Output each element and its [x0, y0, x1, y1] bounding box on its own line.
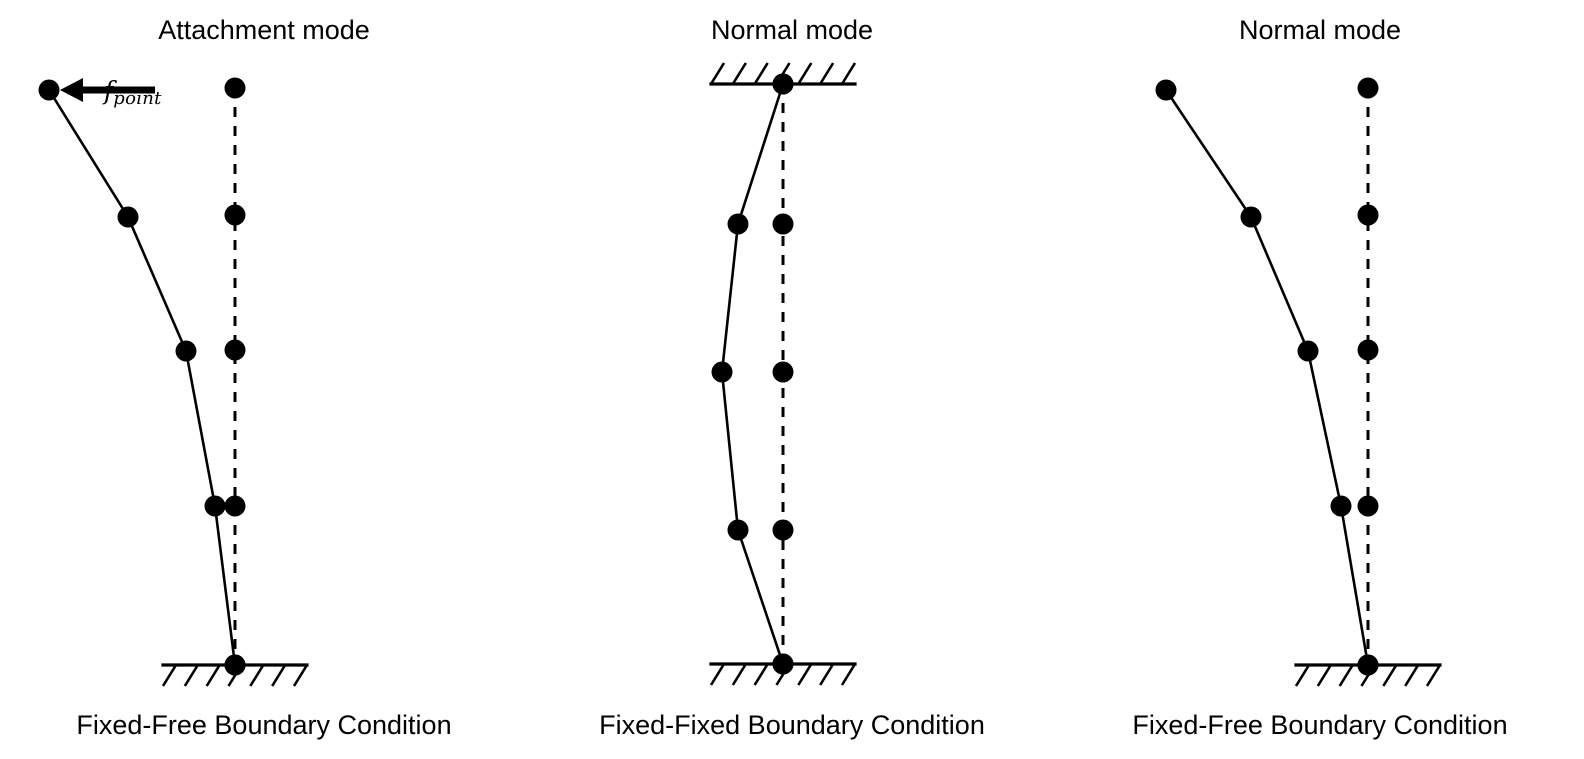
support-hatch-tick — [292, 664, 309, 687]
deformed-node-marker — [204, 495, 226, 517]
deformed-node-marker — [224, 654, 246, 676]
support-hatch-tick — [249, 664, 265, 687]
panel-title: Normal mode — [710, 15, 874, 45]
support-hatch-tick — [797, 663, 813, 686]
support-hatch-tick — [271, 664, 287, 687]
reference-node-marker — [224, 339, 246, 361]
deformed-node-marker — [1357, 654, 1379, 676]
support-hatch-tick — [753, 62, 769, 85]
panel-caption: Fixed-Free Boundary Condition — [76, 710, 452, 740]
support-hatch-tick — [1338, 664, 1354, 687]
support-hatch-tick — [840, 62, 857, 85]
deformed-node-marker — [727, 213, 749, 235]
support-hatch-tick — [1425, 664, 1442, 687]
panel-title: Normal mode — [1238, 15, 1402, 45]
deformed-node-marker — [175, 340, 197, 362]
deformed-node-marker — [117, 206, 139, 228]
deformed-node-marker — [727, 519, 749, 541]
reference-node-marker — [224, 495, 246, 517]
support-hatch-tick — [1294, 664, 1311, 687]
deformed-node-marker — [711, 361, 733, 383]
reference-node-marker — [224, 204, 246, 226]
support-hatch-tick — [731, 62, 747, 85]
deformed-node-marker — [1297, 340, 1319, 362]
support-hatch-tick — [1382, 664, 1398, 687]
support-hatch-tick — [183, 664, 199, 687]
panel-caption: Fixed-Free Boundary Condition — [1132, 710, 1508, 740]
support-hatch-tick — [1316, 664, 1332, 687]
support-hatch-tick — [731, 663, 747, 686]
force-label: fpoint — [104, 78, 162, 111]
force-subscript: point — [113, 88, 162, 110]
reference-node-marker — [1357, 77, 1379, 99]
reference-node-marker — [224, 77, 246, 99]
support-hatch-tick — [753, 663, 769, 686]
support-hatch-tick — [1404, 664, 1420, 687]
support-hatch-tick — [709, 663, 726, 686]
force-arrow-head — [60, 78, 83, 102]
reference-node-marker — [1357, 339, 1379, 361]
force-symbol: f — [104, 76, 114, 105]
deformed-node-marker — [38, 79, 60, 101]
panel-caption: Fixed-Fixed Boundary Condition — [599, 710, 985, 740]
deformed-node-marker — [1240, 206, 1262, 228]
deformed-node-marker — [772, 653, 794, 675]
deformed-node-marker — [1155, 79, 1177, 101]
reference-node-marker — [772, 361, 794, 383]
deformed-node-marker — [1330, 495, 1352, 517]
deformed-node-marker — [772, 73, 794, 95]
support-hatch-tick — [797, 62, 813, 85]
support-hatch-tick — [819, 62, 835, 85]
support-hatch-tick — [205, 664, 221, 687]
deformed-shape-line — [1164, 88, 1370, 667]
support-hatch-tick — [840, 663, 857, 686]
support-hatch-tick — [161, 664, 178, 687]
reference-node-marker — [772, 213, 794, 235]
reference-node-marker — [1357, 495, 1379, 517]
reference-node-marker — [1357, 204, 1379, 226]
support-hatch-tick — [819, 663, 835, 686]
reference-node-marker — [772, 519, 794, 541]
support-hatch-tick — [709, 62, 726, 85]
panel-title: Attachment mode — [158, 15, 370, 45]
